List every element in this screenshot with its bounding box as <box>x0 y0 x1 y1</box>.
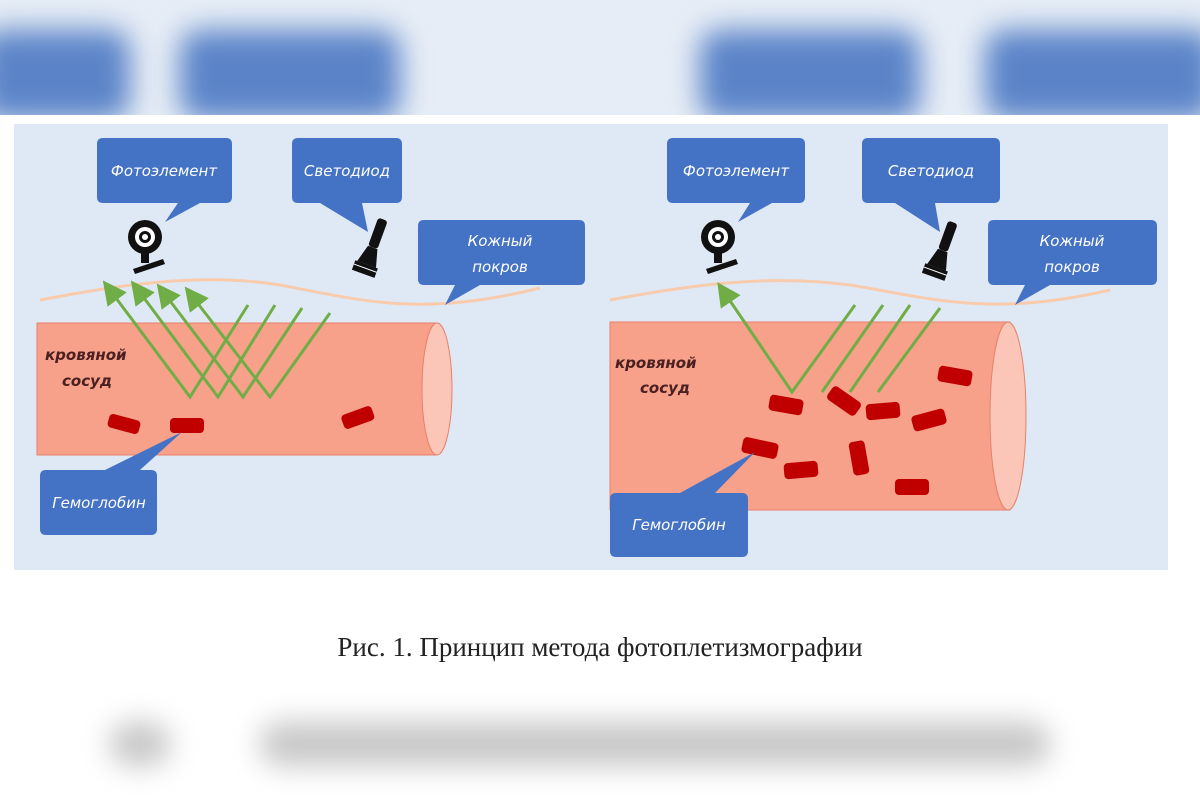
blurred-text <box>110 722 170 766</box>
left-panel: кровяной сосуд Фотоэлемент Светодиод Кож… <box>36 138 585 535</box>
skin-label: покров <box>1044 258 1100 276</box>
blood-vessel <box>609 321 1011 511</box>
led-label: Светодиод <box>888 162 974 180</box>
blurred-block <box>0 30 130 115</box>
hemoglobin-label: Гемоглобин <box>52 494 146 512</box>
led-label: Светодиод <box>304 162 390 180</box>
callout-photoelement <box>97 138 232 222</box>
blurred-header <box>0 0 1200 115</box>
figure-caption: Рис. 1. Принцип метода фотоплетизмографи… <box>337 632 863 662</box>
callout-hemoglobin <box>610 452 755 557</box>
blurred-text <box>260 722 1050 766</box>
blurred-block <box>985 30 1200 115</box>
right-panel: кровяной сосуд Фотоэлемент Светодиод Кож… <box>609 138 1157 557</box>
vessel-label: сосуд <box>62 372 112 390</box>
vessel-end <box>989 321 1027 511</box>
callout-led <box>862 138 1000 232</box>
skin-label: Кожный <box>1040 232 1105 250</box>
vessel-label: сосуд <box>640 379 690 397</box>
vessel-end <box>421 322 453 456</box>
vessel-label: кровяной <box>615 354 697 372</box>
callout-skin <box>418 220 585 305</box>
hemoglobin-cells <box>741 365 973 495</box>
hemoglobin-cells <box>107 406 375 435</box>
blurred-block <box>180 30 400 115</box>
hemoglobin-label: Гемоглобин <box>632 516 726 534</box>
blurred-block <box>700 30 920 115</box>
callout-skin <box>988 220 1157 305</box>
callout-hemoglobin <box>40 432 182 535</box>
skin-label: покров <box>472 258 528 276</box>
vessel-label: кровяной <box>45 346 127 364</box>
photoelement-label: Фотоэлемент <box>111 162 218 180</box>
light-rays <box>102 280 332 400</box>
callout-photoelement <box>667 138 805 222</box>
photoelement-label: Фотоэлемент <box>683 162 790 180</box>
callout-led <box>292 138 402 232</box>
skin-label: Кожный <box>468 232 533 250</box>
light-rays <box>717 282 942 395</box>
skin-line <box>609 279 1111 306</box>
